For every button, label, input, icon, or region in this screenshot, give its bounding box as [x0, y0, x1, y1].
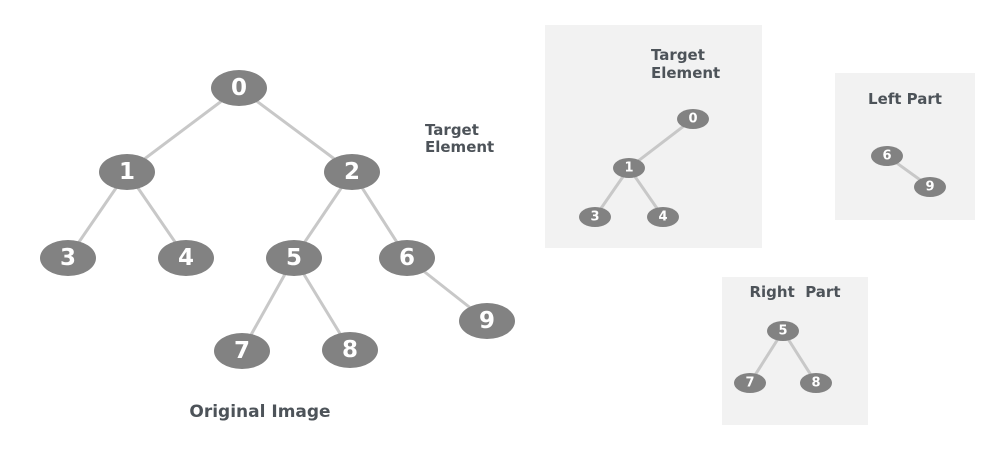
target-element-tree-node-label-3: 3	[590, 210, 599, 225]
target-element-tree-node-label-4: 4	[658, 210, 667, 225]
original-tree: 0 1 2 3 4 5 6 7 8 9	[40, 70, 515, 369]
left-part-panel: Left Part	[835, 73, 975, 220]
original-tree-node-label-6: 6	[399, 245, 415, 271]
right-part-tree-node-7	[734, 373, 766, 393]
original-tree-node-label-8: 8	[342, 337, 358, 363]
left-part-tree-node-label-9: 9	[925, 180, 934, 195]
original-tree-node-1	[99, 154, 155, 190]
original-tree-node-0	[211, 70, 267, 106]
right-part-tree-node-label-5: 5	[778, 324, 787, 339]
left-part-tree-node-9	[914, 177, 946, 197]
original-tree-node-5	[266, 240, 322, 276]
target-element-tree: 0 1 3 4	[579, 109, 709, 227]
left-part-tree: 69	[871, 146, 946, 197]
right-part-tree: 5 7 8	[734, 321, 832, 393]
original-tree-node-8	[322, 332, 378, 368]
original-tree-node-label-0: 0	[231, 75, 247, 101]
right-part-tree-node-8	[800, 373, 832, 393]
original-tree-node-label-7: 7	[234, 338, 250, 364]
right-part-tree-node-label-8: 8	[811, 376, 820, 391]
target-element-tree-node-1	[613, 158, 645, 178]
right-part-panel: Right Part	[722, 277, 868, 425]
original-image-caption: Original Image	[189, 402, 331, 422]
target-element-tree-node-0	[677, 109, 709, 129]
target-element-tree-node-3	[579, 207, 611, 227]
original-tree-node-label-9: 9	[479, 308, 495, 334]
original-tree-node-9	[459, 303, 515, 339]
original-tree-edge-0-2	[238, 86, 353, 174]
original-tree-node-label-2: 2	[344, 159, 360, 185]
target-element-panel-title: Target Element	[651, 46, 721, 82]
left-part-tree-node-6	[871, 146, 903, 166]
original-tree-node-label-1: 1	[119, 159, 135, 185]
original-tree-node-label-5: 5	[286, 245, 302, 271]
left-part-tree-node-label-6: 6	[882, 149, 891, 164]
original-tree-node-3	[40, 240, 96, 276]
original-tree-node-label-3: 3	[60, 245, 76, 271]
target-element-tree-node-label-0: 0	[688, 112, 697, 127]
target-element-tree-node-label-1: 1	[624, 161, 633, 176]
original-tree-node-6	[379, 240, 435, 276]
target-element-callout: Target Element	[425, 121, 495, 156]
left-part-panel-title: Left Part	[868, 90, 942, 108]
original-tree-node-2	[324, 154, 380, 190]
right-part-tree-node-5	[767, 321, 799, 341]
original-tree-edge-0-1	[126, 86, 240, 174]
original-tree-node-4	[158, 240, 214, 276]
original-tree-node-label-4: 4	[178, 245, 194, 271]
right-part-panel-title: Right Part	[749, 283, 841, 301]
target-element-tree-edge-0-1	[628, 117, 694, 170]
original-tree-node-7	[214, 333, 270, 369]
right-part-tree-node-label-7: 7	[745, 376, 754, 391]
target-element-tree-node-4	[647, 207, 679, 227]
